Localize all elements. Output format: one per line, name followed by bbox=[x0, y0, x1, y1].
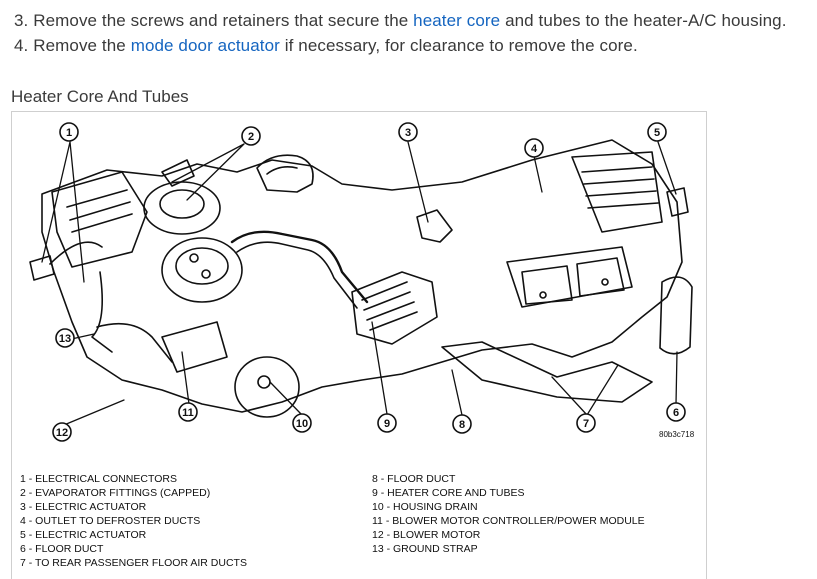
step-3-text-suffix: and tubes to the heater-A/C housing. bbox=[500, 11, 787, 30]
electric-actuator-left bbox=[416, 209, 453, 243]
step-4-text-suffix: if necessary, for clearance to remove th… bbox=[279, 36, 638, 55]
legend-item: 9 - HEATER CORE AND TUBES bbox=[372, 487, 525, 499]
floor-duct-right bbox=[659, 276, 693, 355]
legend-item: 11 - BLOWER MOTOR CONTROLLER/POWER MODUL… bbox=[372, 515, 645, 527]
callout-9 bbox=[377, 413, 397, 433]
ground-strap bbox=[96, 322, 173, 363]
step-3-text-prefix: 3. Remove the screws and retainers that … bbox=[14, 11, 414, 30]
callout-2 bbox=[241, 126, 261, 146]
callout-9-label: 9 bbox=[384, 418, 390, 430]
callouts bbox=[52, 122, 686, 442]
callout-5 bbox=[647, 122, 667, 142]
top-duct bbox=[256, 154, 314, 193]
heater-core bbox=[351, 271, 438, 345]
legend-item: 4 - OUTLET TO DEFROSTER DUCTS bbox=[20, 515, 201, 527]
legend-item: 5 - ELECTRIC ACTUATOR bbox=[20, 529, 147, 541]
rear-floor-ducts bbox=[441, 341, 653, 403]
callout-8 bbox=[452, 414, 472, 434]
callout-3-label: 3 bbox=[405, 127, 411, 139]
blower-housing bbox=[51, 171, 148, 268]
figure-title: Heater Core And Tubes bbox=[11, 87, 189, 106]
callout-10-label: 10 bbox=[296, 418, 308, 430]
callout-11 bbox=[178, 402, 198, 422]
callout-11-label: 11 bbox=[182, 407, 194, 419]
instruction-step-4: 4. Remove the mode door actuator if nece… bbox=[14, 36, 638, 56]
step-4-text-prefix: 4. Remove the bbox=[14, 36, 131, 55]
mode-door-actuator-link[interactable]: mode door actuator bbox=[130, 36, 280, 55]
callout-2-label: 2 bbox=[248, 131, 254, 143]
callout-7 bbox=[576, 413, 596, 433]
callout-12-label: 12 bbox=[56, 427, 68, 439]
legend-item: 13 - GROUND STRAP bbox=[372, 543, 478, 555]
callout-8-label: 8 bbox=[459, 419, 465, 431]
callout-6 bbox=[666, 402, 686, 422]
electric-actuator-right bbox=[666, 187, 689, 217]
callout-4-label: 4 bbox=[531, 143, 538, 155]
leader-lines bbox=[41, 141, 678, 426]
legend-item: 3 - ELECTRIC ACTUATOR bbox=[20, 501, 147, 513]
blower-motor bbox=[234, 356, 300, 418]
evaporator-fitting-lower bbox=[161, 237, 243, 303]
instruction-step-3: 3. Remove the screws and retainers that … bbox=[14, 11, 787, 31]
legend-item: 8 - FLOOR DUCT bbox=[372, 473, 456, 485]
callout-4 bbox=[524, 138, 544, 158]
heater-core-link[interactable]: heater core bbox=[413, 11, 501, 30]
callout-3 bbox=[398, 122, 418, 142]
legend-left: 1 - ELECTRICAL CONNECTORS 2 - EVAPORATOR… bbox=[20, 472, 247, 570]
defroster-outlet bbox=[506, 246, 633, 308]
legend-item: 12 - BLOWER MOTOR bbox=[372, 529, 481, 541]
legend-item: 1 - ELECTRICAL CONNECTORS bbox=[20, 473, 177, 485]
heater-core-diagram: 1 2 3 4 5 6 7 8 9 10 11 12 13 80b3c718 1… bbox=[11, 111, 707, 579]
legend-right: 8 - FLOOR DUCT 9 - HEATER CORE AND TUBES… bbox=[372, 472, 645, 556]
callout-6-label: 6 bbox=[673, 407, 679, 419]
heater-tube bbox=[230, 230, 369, 304]
callout-12 bbox=[52, 422, 72, 442]
blower-controller bbox=[161, 321, 228, 373]
legend-item: 7 - TO REAR PASSENGER FLOOR AIR DUCTS bbox=[20, 557, 247, 569]
hvac-housing bbox=[41, 139, 683, 413]
legend-item: 10 - HOUSING DRAIN bbox=[372, 501, 478, 513]
figure-code: 80b3c718 bbox=[659, 430, 695, 439]
legend-item: 6 - FLOOR DUCT bbox=[20, 543, 104, 555]
callout-1 bbox=[59, 122, 79, 142]
callout-10 bbox=[292, 413, 312, 433]
callout-13-label: 13 bbox=[59, 333, 71, 345]
callout-13 bbox=[55, 328, 75, 348]
diagram-drawing: 1 2 3 4 5 6 7 8 9 10 11 12 13 bbox=[29, 122, 693, 442]
legend-item: 2 - EVAPORATOR FITTINGS (CAPPED) bbox=[20, 487, 211, 499]
callout-1-label: 1 bbox=[66, 127, 72, 139]
callout-7-label: 7 bbox=[583, 418, 589, 430]
callout-5-label: 5 bbox=[654, 127, 660, 139]
